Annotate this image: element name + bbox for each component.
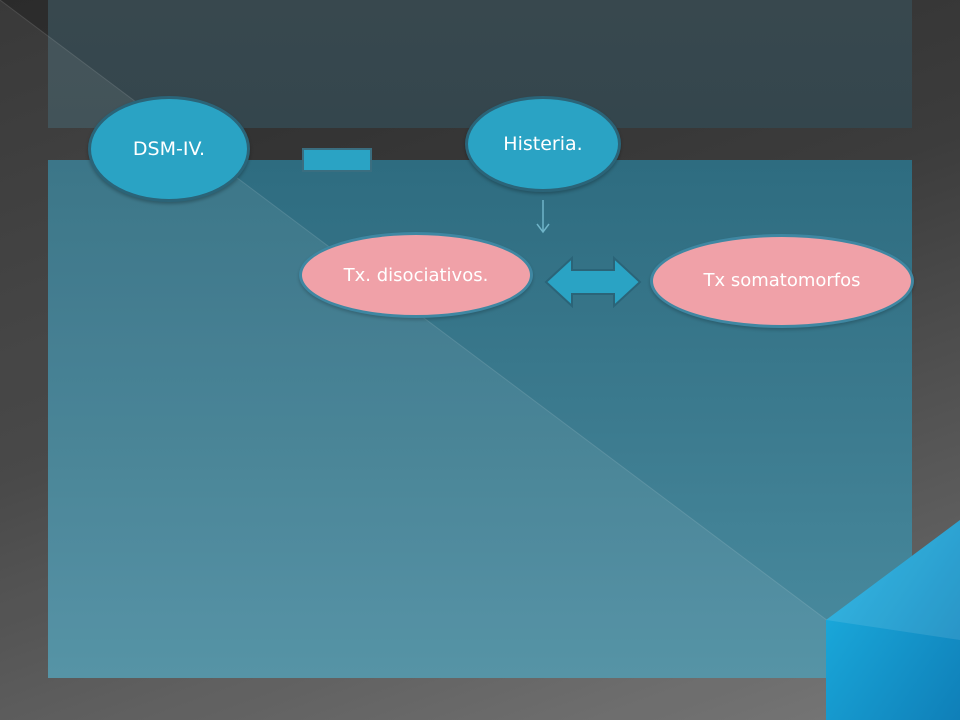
node-tx-somatomorfos: Tx somatomorfos xyxy=(650,234,914,328)
node-tx-disociativos: Tx. disociativos. xyxy=(299,232,533,318)
node-dsm-iv: DSM-IV. xyxy=(88,96,250,202)
node-tx-disociativos-label: Tx. disociativos. xyxy=(343,264,489,286)
node-tx-somatomorfos-label: Tx somatomorfos xyxy=(703,270,861,291)
node-histeria-label: Histeria. xyxy=(503,133,583,155)
minus-sign-shape xyxy=(302,148,372,172)
node-histeria: Histeria. xyxy=(465,96,621,192)
node-dsm-iv-label: DSM-IV. xyxy=(132,138,206,160)
